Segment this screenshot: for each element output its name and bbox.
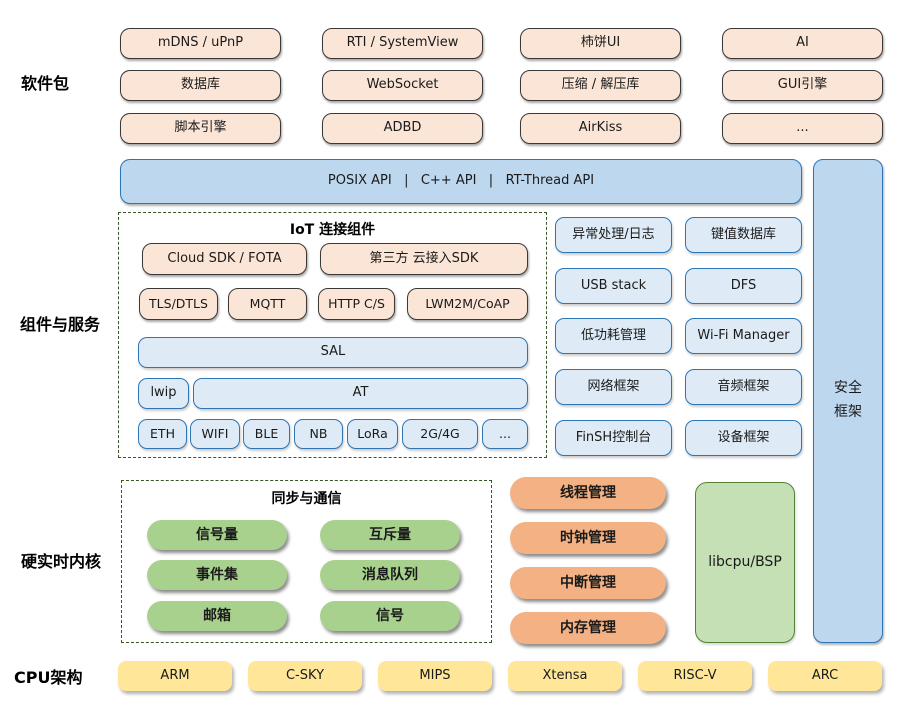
link-box: LoRa: [347, 419, 398, 449]
iot-sdk-box: Cloud SDK / FOTA: [142, 243, 307, 275]
section-label-realtime-kernel: 硬实时内核: [21, 552, 102, 571]
iot-components-title: IoT 连接组件: [289, 222, 376, 238]
kernel-mgmt-box: 时钟管理: [510, 522, 666, 554]
protocol-box: LWM2M/CoAP: [407, 288, 528, 320]
software-package-box: RTI / SystemView: [322, 28, 483, 59]
security-framework-box: 安全 框架: [813, 159, 883, 643]
service-box: FinSH控制台: [555, 420, 672, 456]
link-box: NB: [294, 419, 343, 449]
security-framework-label: 安全 框架: [834, 380, 862, 420]
software-package-box: 柿饼UI: [520, 28, 681, 59]
sync-comm-group: [121, 480, 492, 643]
cpu-arch-box: ARM: [118, 661, 232, 691]
software-package-box: ...: [722, 113, 883, 144]
api-layer-bar: POSIX API | C++ API | RT-Thread API: [120, 159, 802, 204]
section-label-software-packages: 软件包: [21, 74, 70, 93]
software-package-box: 脚本引擎: [120, 113, 281, 144]
link-box: ETH: [138, 419, 187, 449]
cpu-arch-box: RISC-V: [638, 661, 752, 691]
software-package-box: AirKiss: [520, 113, 681, 144]
sal-layer-box: SAL: [138, 337, 528, 368]
service-box: USB stack: [555, 268, 672, 304]
section-label-cpu-arch: CPU架构: [14, 668, 83, 687]
link-box: 2G/4G: [402, 419, 478, 449]
ipc-box: 邮箱: [147, 601, 287, 631]
ipc-box: 事件集: [147, 560, 287, 590]
software-package-box: AI: [722, 28, 883, 59]
ipc-box: 消息队列: [320, 560, 460, 590]
lwip-box: lwip: [138, 378, 189, 409]
at-box: AT: [193, 378, 528, 409]
cpu-arch-box: Xtensa: [508, 661, 622, 691]
protocol-box: HTTP C/S: [318, 288, 395, 320]
service-box: DFS: [685, 268, 802, 304]
service-box: 音频框架: [685, 369, 802, 405]
kernel-mgmt-box: 中断管理: [510, 567, 666, 599]
service-box: 键值数据库: [685, 217, 802, 253]
software-package-box: 压缩 / 解压库: [520, 70, 681, 101]
cpu-arch-box: MIPS: [378, 661, 492, 691]
ipc-box: 信号: [320, 601, 460, 631]
link-box: WIFI: [190, 419, 240, 449]
protocol-box: MQTT: [228, 288, 307, 320]
protocol-box: TLS/DTLS: [139, 288, 218, 320]
service-box: Wi-Fi Manager: [685, 318, 802, 354]
software-package-box: mDNS / uPnP: [120, 28, 281, 59]
software-package-box: 数据库: [120, 70, 281, 101]
kernel-mgmt-box: 线程管理: [510, 477, 666, 509]
cpu-arch-box: ARC: [768, 661, 882, 691]
cpu-arch-box: C-SKY: [248, 661, 362, 691]
ipc-box: 信号量: [147, 520, 287, 550]
service-box: 网络框架: [555, 369, 672, 405]
kernel-mgmt-box: 内存管理: [510, 612, 666, 644]
libcpu-bsp-box: libcpu/BSP: [695, 482, 795, 643]
software-package-box: GUI引擎: [722, 70, 883, 101]
service-box: 低功耗管理: [555, 318, 672, 354]
section-label-components-services: 组件与服务: [20, 315, 101, 334]
service-box: 设备框架: [685, 420, 802, 456]
link-box: BLE: [243, 419, 290, 449]
iot-sdk-box: 第三方 云接入SDK: [320, 243, 528, 275]
link-box: ...: [482, 419, 528, 449]
service-box: 异常处理/日志: [555, 217, 672, 253]
sync-comm-title: 同步与通信: [271, 491, 342, 507]
software-package-box: WebSocket: [322, 70, 483, 101]
iot-components-group: [118, 212, 547, 458]
ipc-box: 互斥量: [320, 520, 460, 550]
software-package-box: ADBD: [322, 113, 483, 144]
